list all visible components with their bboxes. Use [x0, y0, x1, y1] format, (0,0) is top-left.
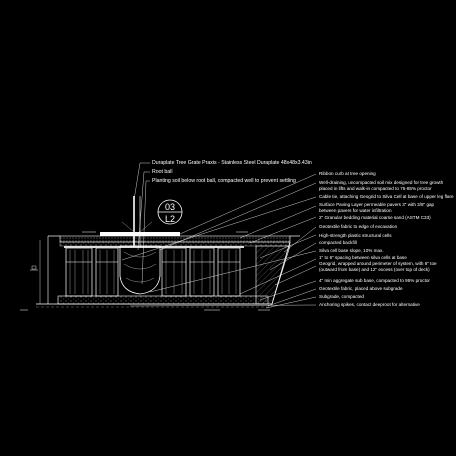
silva-cell — [65, 247, 93, 297]
callout-backfill: compacted backfill — [319, 240, 357, 245]
callout-spacing: 1" to 6" spacing between silva cells at … — [319, 255, 407, 260]
callout-paving-2: between pavers for water infiltration — [319, 208, 392, 213]
callout-root-ball: Root ball — [152, 169, 172, 175]
callout-ribbon-curb: Ribbon curb at tree opening — [319, 171, 376, 176]
leader-lines-left — [133, 162, 150, 285]
backfill-slope — [255, 245, 291, 305]
silva-cell — [161, 247, 187, 297]
root-ball — [119, 245, 161, 295]
callout-subgrade: Subgrade, compacted — [319, 294, 364, 299]
cell-deck — [64, 246, 244, 248]
callout-soil-mix: Well-draining, uncompacted soil mix desi… — [319, 180, 444, 185]
paving-layer — [59, 235, 291, 243]
callout-base-slope: Silva cell base slope, 10% max. — [319, 248, 384, 253]
section-tag-sheet: L2 — [165, 214, 175, 224]
callout-geotextile-subgrade: Geotextile fabric, placed above subgrade — [319, 286, 403, 291]
leader-lines-right — [121, 173, 317, 309]
section-tag-number: 03 — [165, 202, 175, 212]
callout-tree-grate: Duraplate Tree Grate Praxis - Stainless … — [152, 160, 312, 166]
section-tag: 03 L2 — [157, 199, 183, 225]
dimension-marks — [20, 231, 270, 311]
callout-anchoring-spikes: Anchoring spikes, contact deeproot for a… — [319, 302, 420, 307]
callout-structural-cells: High-strength plastic structural cells — [319, 233, 392, 238]
silva-cell — [189, 247, 215, 297]
callout-geotextile-edge: Geotextile fabric to edge of excavation — [319, 224, 398, 229]
callout-planting-soil: Planting soil below root ball, compacted… — [152, 178, 296, 184]
subbase-layer — [57, 295, 269, 305]
callout-soil-mix-2: placed in lifts and walk-in compacted to… — [319, 186, 432, 191]
callout-geogrid: Geogrid, wrapped around perimeter of sys… — [319, 261, 437, 266]
callout-bedding: 2" Granular bedding material coarse sand… — [319, 215, 431, 220]
silva-cell — [95, 247, 119, 297]
callout-cable-tie: Cable tie, attaching Geogrid to Silva Ce… — [319, 194, 454, 199]
callout-sub-base: 4" min aggregate sub base, compacted to … — [319, 278, 430, 283]
callout-paving: Surface Paving Layer permeable pavers 3"… — [319, 202, 435, 207]
callout-geogrid-2: (outward from base) and 12" excess (over… — [319, 267, 430, 272]
silva-cell — [217, 247, 241, 297]
tree-assembly — [100, 196, 180, 295]
silva-cells — [64, 246, 244, 297]
